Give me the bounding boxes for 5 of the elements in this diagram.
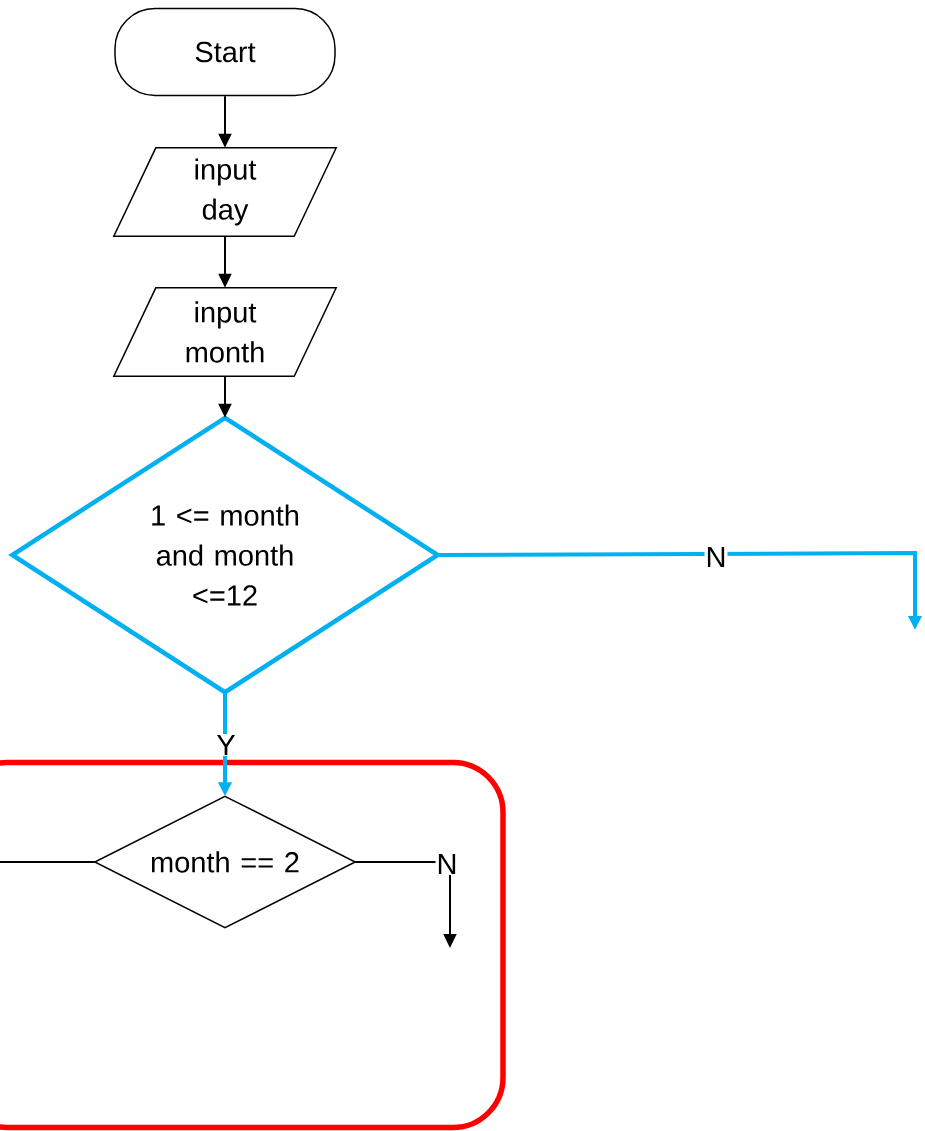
terminal-box: Start — [114, 7, 336, 97]
edge-label: Y — [215, 734, 237, 756]
edge-label: N — [704, 546, 728, 568]
rounded-frame — [0, 759, 506, 1131]
edge-label: N — [435, 853, 459, 875]
